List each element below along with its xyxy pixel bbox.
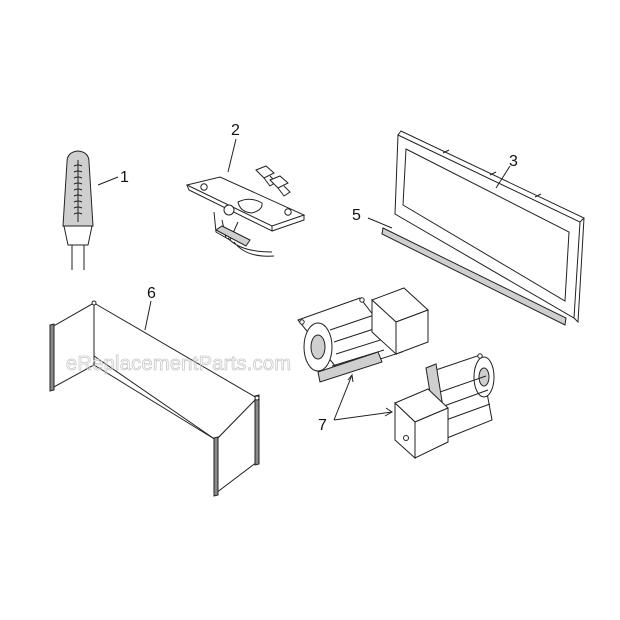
leader-3 xyxy=(495,165,511,189)
callout-3: 3 xyxy=(509,153,518,170)
part-7-blower-lower[interactable] xyxy=(394,353,495,460)
part-3-glass-frame[interactable] xyxy=(394,130,585,324)
leader-7 xyxy=(333,374,393,421)
callout-6: 6 xyxy=(147,285,156,302)
leader-2 xyxy=(227,138,237,173)
leader-6 xyxy=(144,300,152,331)
leader-1 xyxy=(97,176,119,186)
callout-5: 5 xyxy=(352,207,361,224)
part-1-bulb[interactable] xyxy=(62,150,94,270)
leader-5 xyxy=(367,217,393,229)
part-5-gasket[interactable] xyxy=(381,227,567,326)
part-2-socket-bracket[interactable] xyxy=(185,165,306,257)
part-6-panel[interactable] xyxy=(49,300,260,497)
part-7-blower-upper[interactable] xyxy=(297,287,429,383)
callout-2: 2 xyxy=(231,122,240,139)
watermark-text: eReplacementParts.com xyxy=(66,353,291,375)
callout-7: 7 xyxy=(318,417,327,434)
callout-1: 1 xyxy=(120,169,129,186)
leader-7-arrowheads xyxy=(347,373,393,417)
